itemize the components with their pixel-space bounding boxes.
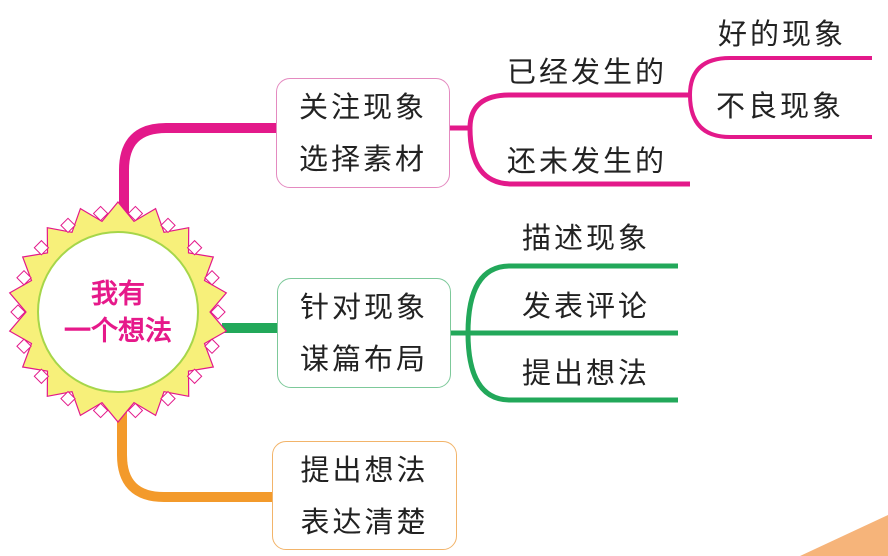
connector-to-describe xyxy=(465,263,678,334)
connector-to-bad xyxy=(688,94,872,139)
badge-diamond xyxy=(33,368,50,385)
corner-accent xyxy=(800,515,888,556)
connector-center-to-topic-3 xyxy=(117,398,272,502)
badge-diamond xyxy=(210,304,226,320)
badge-diamond xyxy=(127,402,144,419)
connector-to-propose xyxy=(465,332,678,403)
badge-diamond xyxy=(16,338,32,354)
badge-diamond xyxy=(10,304,26,320)
leaf-bad-phenomenon: 不良现象 xyxy=(716,89,845,123)
badge-diamond xyxy=(160,217,176,234)
badge-diamond xyxy=(204,270,220,286)
badge-diamond xyxy=(186,239,203,256)
leaf-not-occurred: 还未发生的 xyxy=(507,144,668,178)
topic-2-line-2: 谋篇布局 xyxy=(299,342,428,376)
connector-to-not-occurred xyxy=(467,127,690,187)
badge-diamond xyxy=(92,402,109,419)
leaf-good-phenomenon: 好的现象 xyxy=(718,17,847,51)
topic-1-line-1: 关注现象 xyxy=(298,90,427,124)
topic-express-idea: 提出想法 表达清楚 xyxy=(272,441,457,550)
topic-2-line-1: 针对现象 xyxy=(299,290,428,324)
center-line-1: 我有 xyxy=(91,279,145,310)
badge-diamond xyxy=(160,390,176,407)
badge-diamond xyxy=(204,338,220,354)
topic-1-line-2: 选择素材 xyxy=(298,142,427,176)
topic-3-line-1: 提出想法 xyxy=(300,452,429,487)
badge-diamond xyxy=(186,368,203,385)
leaf-propose-idea: 提出想法 xyxy=(522,356,651,390)
center-badge xyxy=(8,201,228,423)
badge-diamond xyxy=(60,217,76,234)
badge-diamond xyxy=(60,390,76,407)
topic-plan-structure: 针对现象 谋篇布局 xyxy=(277,278,451,388)
center-topic: 我有 一个想法 xyxy=(58,276,178,350)
leaf-make-comment: 发表评论 xyxy=(522,289,651,323)
badge-diamond xyxy=(16,270,32,286)
badge-diamond-decorations xyxy=(10,205,226,419)
leaf-occurred: 已经发生的 xyxy=(507,55,668,89)
connector-to-occurred xyxy=(467,92,690,129)
leaf-describe-phenomenon: 描述现象 xyxy=(522,221,651,255)
badge-diamond xyxy=(33,239,50,256)
center-line-2: 一个想法 xyxy=(64,316,172,347)
connector-to-good xyxy=(688,56,872,96)
topic-3-line-2: 表达清楚 xyxy=(300,504,429,539)
badge-diamond xyxy=(92,205,109,222)
connector-center-to-topic-1 xyxy=(119,123,276,225)
topic-focus-phenomenon: 关注现象 选择素材 xyxy=(276,78,450,188)
badge-diamond xyxy=(127,205,144,222)
